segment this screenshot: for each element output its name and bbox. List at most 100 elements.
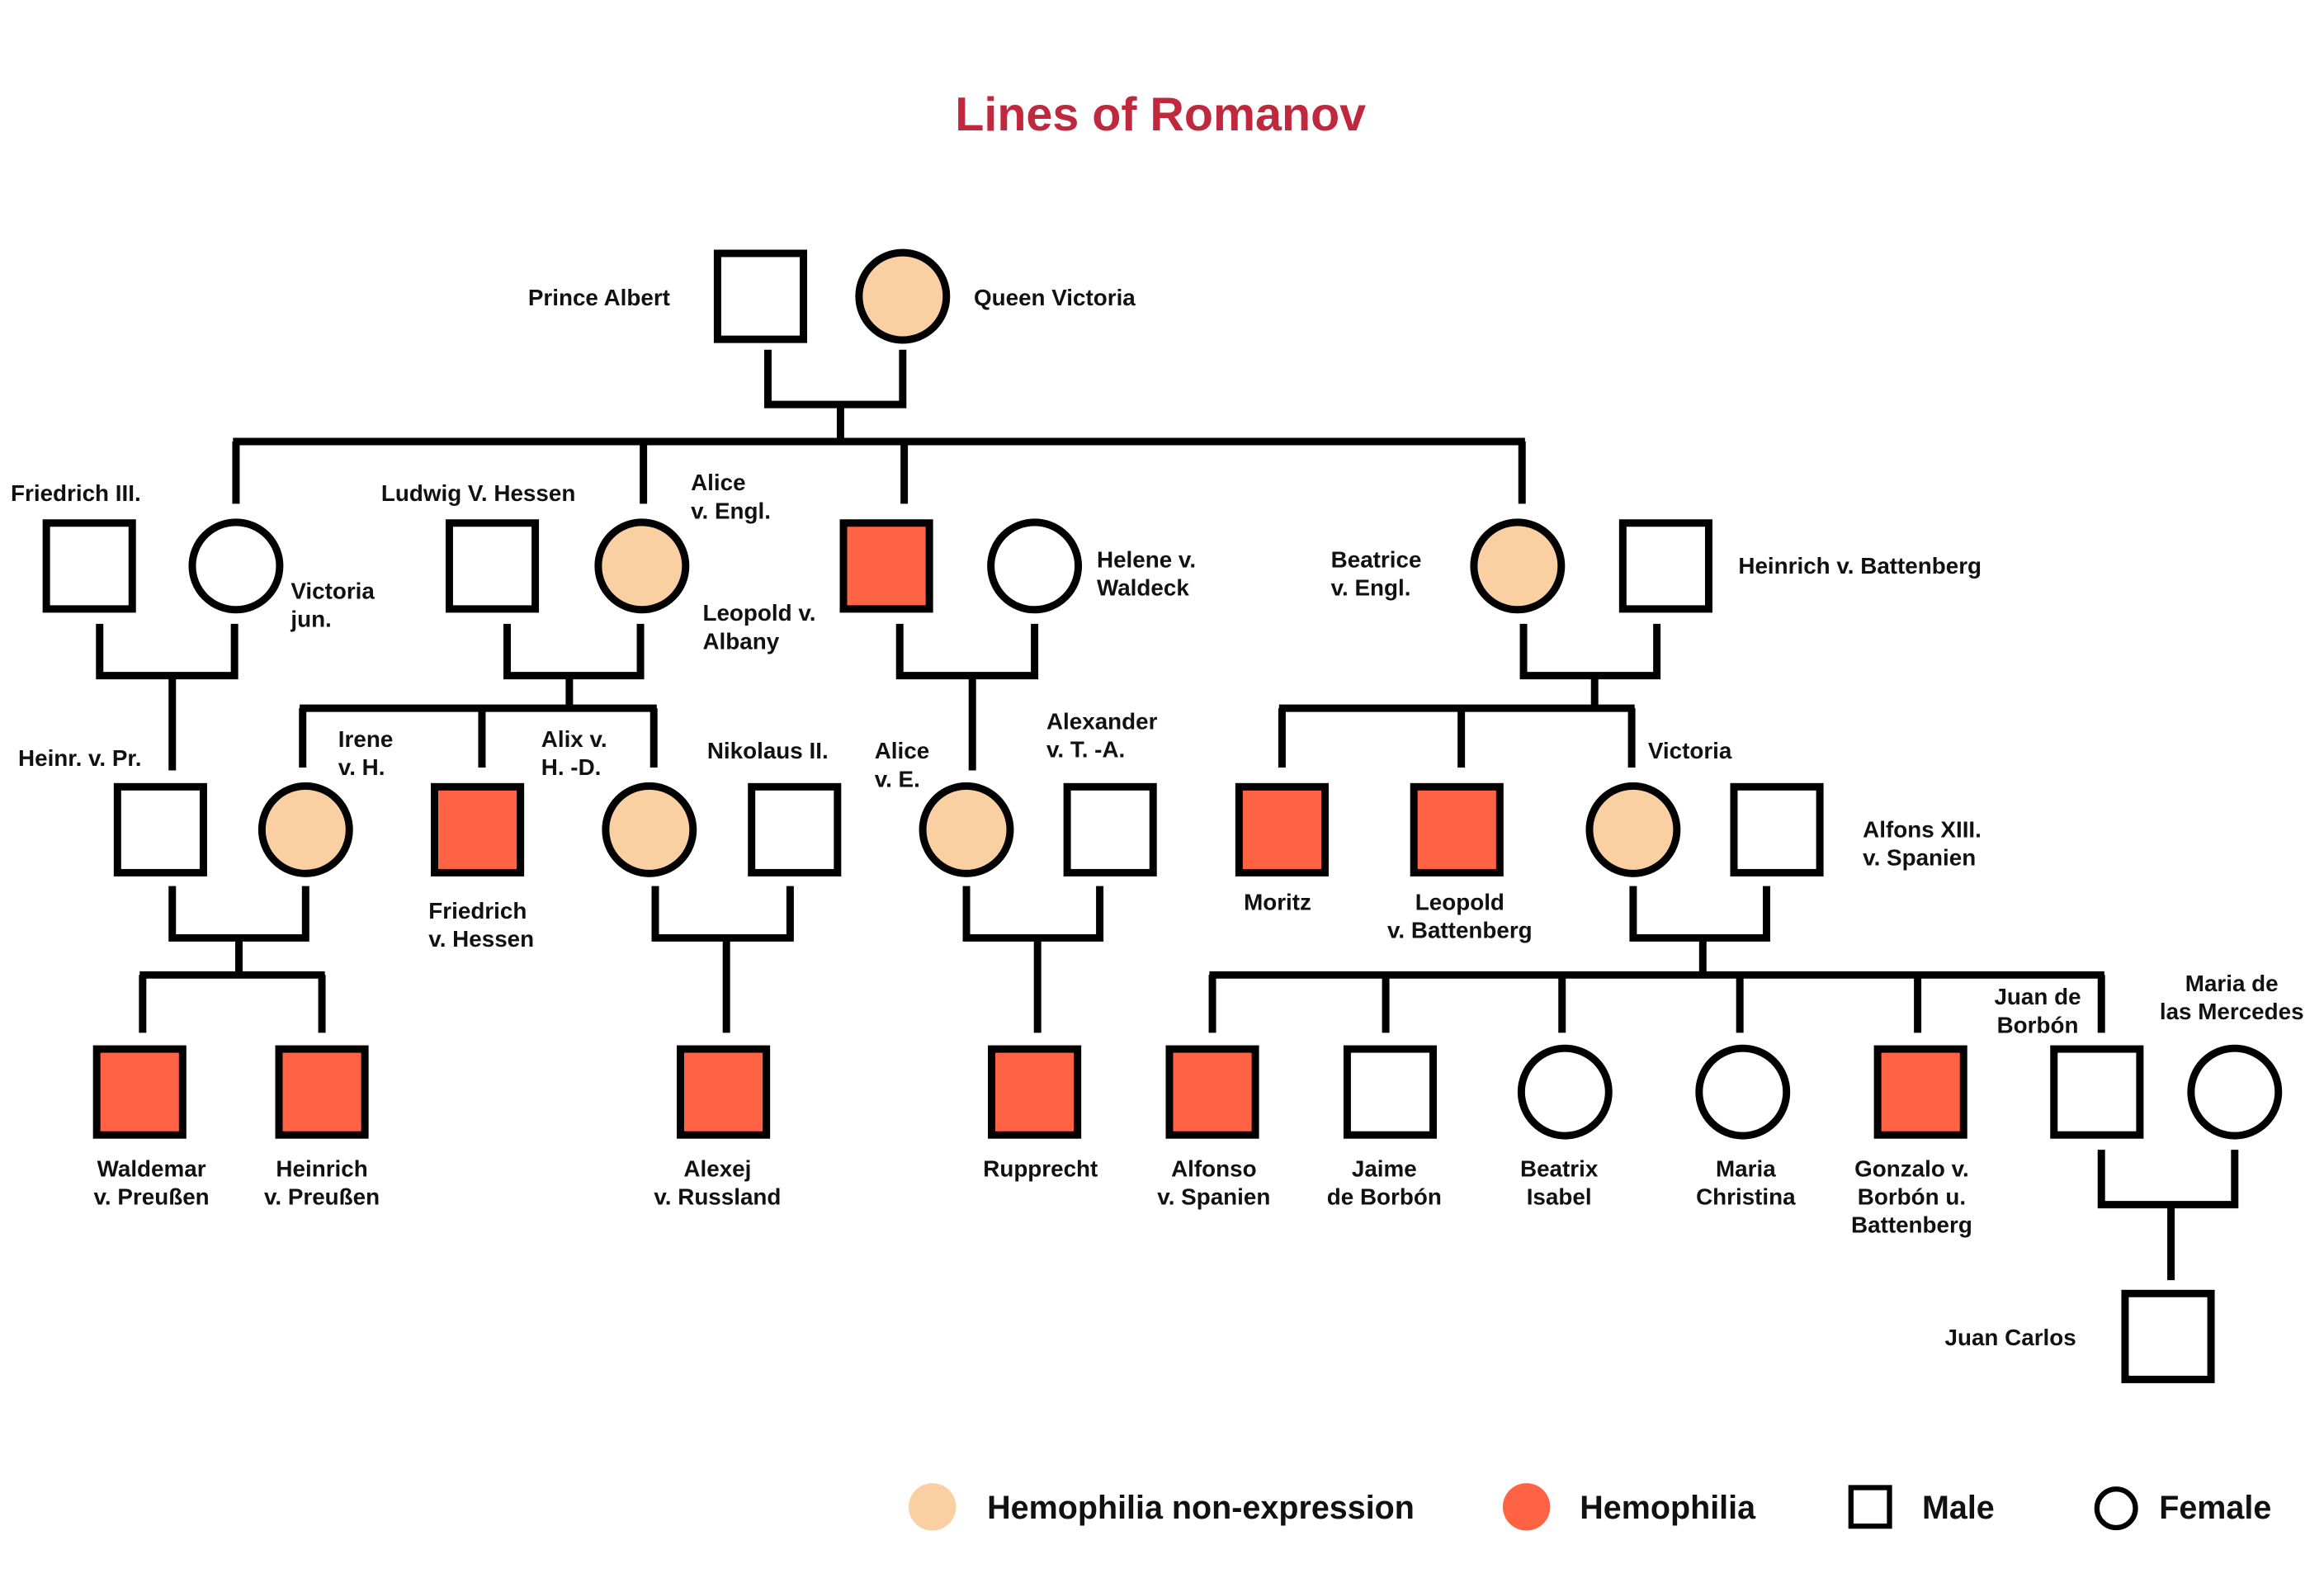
label-line: Heinrich bbox=[276, 1155, 367, 1181]
label-line: Helene v. bbox=[1097, 547, 1196, 573]
label-line: v. Hessen bbox=[428, 926, 534, 952]
label-line: de Borbón bbox=[1327, 1184, 1442, 1210]
label-line: v. Preußen bbox=[264, 1184, 380, 1210]
person-label: Friedrich III. bbox=[11, 480, 141, 506]
carrier-swatch-icon bbox=[909, 1483, 957, 1531]
male-square-icon bbox=[748, 782, 842, 876]
marriage-line bbox=[895, 623, 1039, 771]
label-line: Victoria bbox=[1648, 738, 1732, 763]
label-line: Irene bbox=[338, 726, 393, 752]
female-circle-icon bbox=[188, 518, 284, 614]
male-square-icon bbox=[275, 1045, 369, 1139]
male-square-icon bbox=[1410, 782, 1504, 876]
marriage-line bbox=[651, 886, 794, 1033]
legend-item: Hemophilia non-expression bbox=[909, 1483, 1415, 1531]
legend-item: Hemophilia bbox=[1502, 1483, 1756, 1531]
legend-item: Female bbox=[2094, 1486, 2271, 1531]
person-gonzalo-v-borbón-u-battenberg: Gonzalo v.Borbón u.Battenberg bbox=[1851, 1045, 1972, 1238]
legend-label: Male bbox=[1922, 1490, 1995, 1526]
label-line: v. Spanien bbox=[1863, 844, 1976, 870]
person-label: Moritz bbox=[1244, 889, 1311, 914]
male-square-icon bbox=[445, 519, 540, 613]
label-line: Albany bbox=[702, 628, 779, 654]
label-line: Juan de bbox=[1994, 984, 2081, 1009]
legend-label: Hemophilia non-expression bbox=[987, 1490, 1415, 1526]
person-label: Nikolaus II. bbox=[707, 738, 829, 763]
person-label: Juan Carlos bbox=[1945, 1325, 2076, 1350]
label-line: Friedrich III. bbox=[11, 480, 141, 506]
male-square-icon bbox=[839, 519, 933, 613]
male-square-icon bbox=[1873, 1045, 1967, 1139]
person-label: Helene v.Waldeck bbox=[1097, 547, 1196, 601]
person-juan-carlos: Juan Carlos bbox=[1945, 1289, 2215, 1383]
female-circle-icon bbox=[1470, 518, 1566, 614]
person-rupprecht: Rupprecht bbox=[983, 1045, 1098, 1181]
person-queen-victoria: Queen Victoria bbox=[855, 248, 1136, 344]
label-line: Alexej bbox=[683, 1155, 751, 1181]
person-nikolaus-ii-: Nikolaus II. bbox=[707, 738, 842, 876]
marriage-line bbox=[232, 349, 1526, 504]
label-line: Maria de bbox=[2185, 971, 2279, 996]
label-line: v. Engl. bbox=[1331, 575, 1411, 601]
label-line: Leopold v. bbox=[702, 600, 815, 626]
person-ludwig-v-hessen: Ludwig V. Hessen bbox=[381, 480, 575, 613]
relationship-lines bbox=[96, 349, 2239, 1281]
person-label: Heinr. v. Pr. bbox=[18, 745, 141, 771]
label-line: Jaime bbox=[1352, 1155, 1417, 1181]
male-square-icon bbox=[1618, 519, 1712, 613]
person-heinrich-v-preußen: Heinrich v. Preußen bbox=[264, 1045, 380, 1210]
male-square-icon bbox=[1343, 1045, 1438, 1139]
label-line: Heinrich v. Battenberg bbox=[1738, 553, 1982, 579]
person-label: Prince Albert bbox=[528, 285, 670, 310]
label-line: Queen Victoria bbox=[974, 285, 1136, 310]
legend: Hemophilia non-expression Hemophilia Male F… bbox=[909, 1483, 2271, 1531]
person-label: Gonzalo v.Borbón u.Battenberg bbox=[1851, 1155, 1972, 1237]
person-heinrich-v-battenberg: Heinrich v. Battenberg bbox=[1618, 519, 1982, 613]
legend-label: Female bbox=[2159, 1490, 2271, 1526]
label-line: Christina bbox=[1696, 1184, 1796, 1210]
male-square-icon bbox=[431, 782, 525, 876]
female-circle-icon bbox=[2094, 1486, 2138, 1531]
female-circle-icon bbox=[257, 782, 353, 877]
label-line: Friedrich bbox=[428, 898, 527, 924]
label-line: Nikolaus II. bbox=[707, 738, 829, 763]
male-square-icon bbox=[92, 1045, 187, 1139]
female-circle-icon bbox=[855, 248, 951, 344]
label-line: Battenberg bbox=[1851, 1212, 1972, 1238]
person-heinr-v-pr-: Heinr. v. Pr. bbox=[18, 745, 207, 876]
label-line: Juan Carlos bbox=[1945, 1325, 2076, 1350]
female-circle-icon bbox=[594, 518, 690, 614]
male-square-icon bbox=[113, 782, 207, 876]
male-square-icon bbox=[713, 249, 808, 343]
person-label: Alix v.H. -D. bbox=[541, 726, 607, 780]
label-line: Beatrix bbox=[1520, 1155, 1599, 1181]
label-line: Rupprecht bbox=[983, 1155, 1098, 1181]
hemophilia-swatch-icon bbox=[1502, 1483, 1551, 1531]
male-square-icon bbox=[1063, 782, 1157, 876]
female-circle-icon bbox=[1695, 1044, 1791, 1140]
female-circle-icon bbox=[2187, 1044, 2283, 1140]
person-moritz: Moritz bbox=[1235, 782, 1329, 914]
label-line: v. Battenberg bbox=[1387, 917, 1533, 943]
male-square-icon bbox=[42, 519, 136, 613]
label-line: Ludwig V. Hessen bbox=[381, 480, 575, 506]
person-label: Rupprecht bbox=[983, 1155, 1098, 1181]
marriage-line bbox=[1278, 623, 1661, 768]
